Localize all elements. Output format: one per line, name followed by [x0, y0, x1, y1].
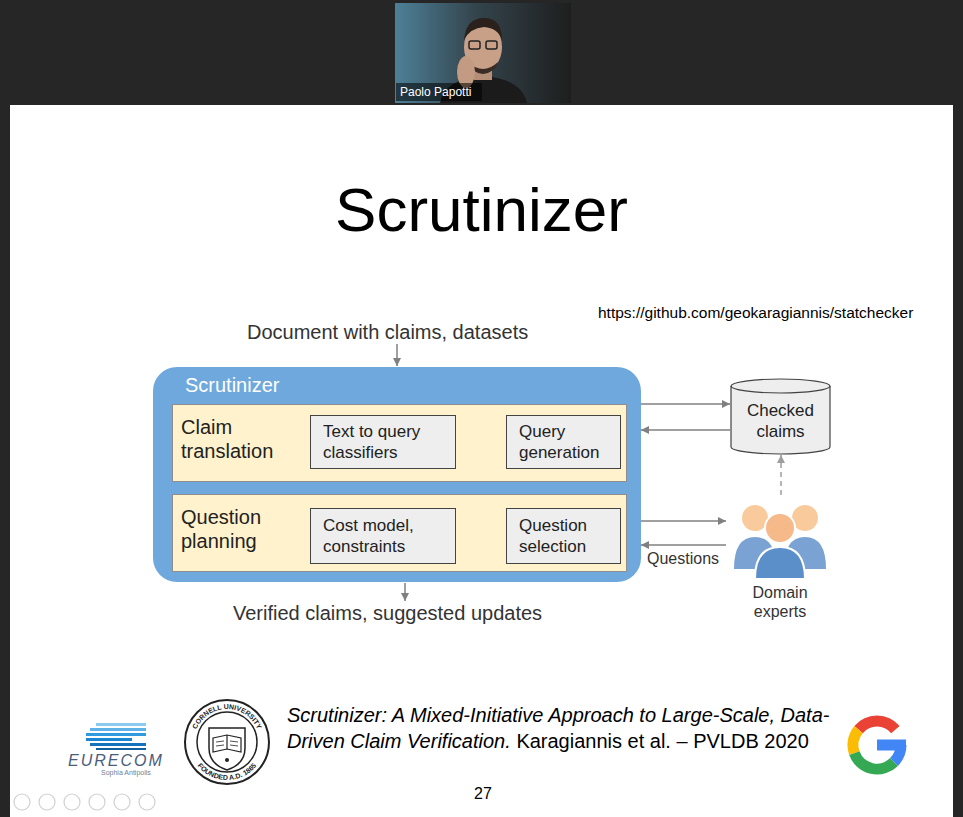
output-label: Verified claims, suggested updates	[233, 601, 542, 625]
module-band: Claim translation Text to query classifie…	[172, 404, 627, 482]
box-label: Question selection	[519, 515, 608, 557]
seal-text-group: FOUNDED A.D. 1865	[197, 762, 258, 781]
input-label: Document with claims, datasets	[247, 320, 528, 344]
box-label: Cost model, constraints	[323, 515, 443, 557]
edge-label: Questions	[645, 549, 721, 568]
process-box: Cost model, constraints	[310, 508, 456, 564]
box-label: Query generation	[519, 421, 608, 463]
cornell-seal	[185, 700, 269, 784]
box-label: Domain experts	[735, 583, 825, 621]
database-cylinder: Checked claims	[730, 378, 831, 455]
slide-title: Scrutinizer	[0, 174, 963, 246]
connector-arrow	[641, 429, 730, 431]
box-label: Checked claims	[738, 400, 824, 442]
process-box: Question selection	[506, 508, 621, 564]
module-band: Question planning Cost model, constraints…	[172, 494, 627, 572]
connector-arrow	[641, 403, 730, 405]
input-arrow	[396, 344, 398, 366]
google-logo	[853, 721, 906, 769]
page-number: 27	[474, 784, 492, 803]
eurecom-logo	[86, 723, 146, 750]
citation: Scrutinizer: A Mixed-Initiative Approach…	[287, 702, 835, 754]
webcam-video	[395, 3, 571, 103]
box-heading: Scrutinizer	[185, 373, 279, 397]
people-icon: Domain experts	[726, 495, 834, 579]
process-box: Query generation	[506, 415, 621, 469]
slide-navigation	[14, 794, 155, 810]
process-box: Text to query classifiers	[310, 415, 456, 469]
seal-text-group: CORNELL UNIVERSITY	[191, 703, 263, 730]
seal-text: CORNELL UNIVERSITY	[191, 703, 263, 730]
system-box: ScrutinizerClaim translation Text to quer…	[153, 367, 641, 582]
connector-arrow	[641, 520, 726, 522]
box-label: Text to query classifiers	[323, 421, 443, 463]
speaker-name: Paolo Papotti	[400, 85, 471, 99]
seal-text: FOUNDED A.D. 1865	[197, 762, 258, 781]
output-arrow	[404, 583, 406, 601]
people-figure	[726, 495, 834, 579]
box-heading: Question planning	[181, 505, 303, 553]
logo-text: EURECOM	[68, 751, 164, 770]
box-heading: Claim translation	[181, 415, 303, 463]
repository-url: https://github.com/geokaragiannis/statch…	[598, 303, 913, 322]
dashed-arrow	[780, 455, 782, 495]
paper-authors: Karagiannis et al. – PVLDB 2020	[516, 730, 808, 752]
connector-arrow	[641, 544, 726, 546]
logo-subtext: Sophia Antipolis	[101, 769, 151, 777]
